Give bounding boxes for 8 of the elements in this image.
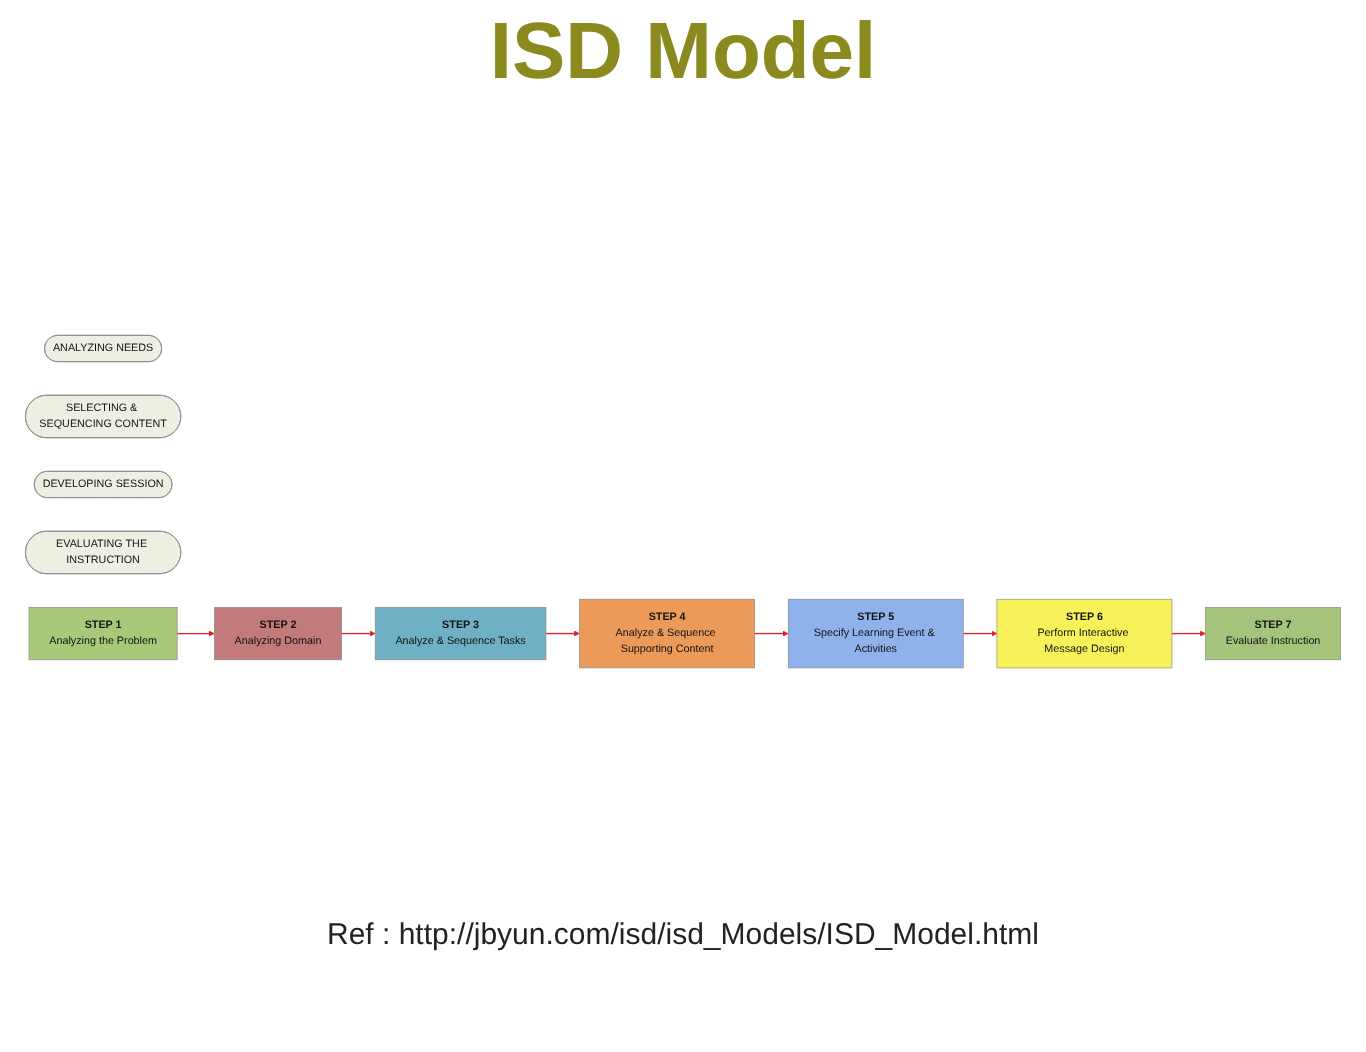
arrow bbox=[1171, 630, 1206, 637]
arrow bbox=[962, 630, 998, 637]
arrow bbox=[545, 630, 580, 637]
arrow bbox=[176, 630, 215, 637]
reference-note: Ref : http://jbyun.com/isd/isd_Models/ISD_Model.html bbox=[325, 918, 1041, 952]
arrow bbox=[753, 630, 789, 637]
title: ISD Model bbox=[487, 8, 879, 98]
arrow bbox=[340, 630, 376, 637]
